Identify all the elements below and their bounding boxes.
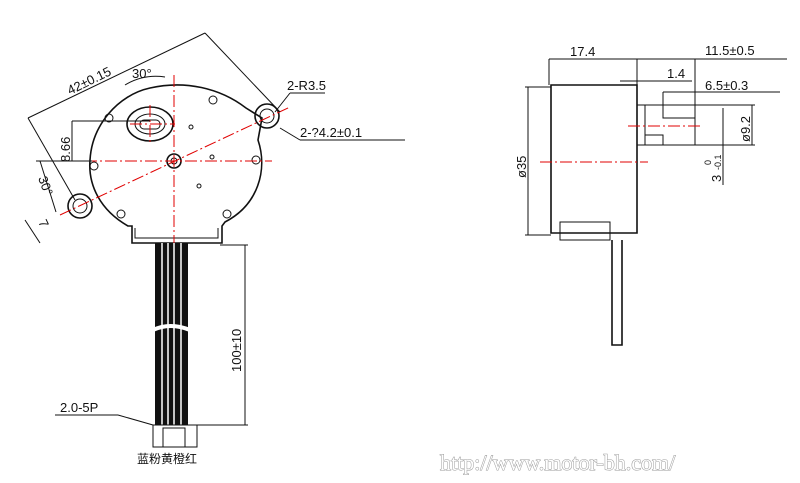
boss-side — [636, 104, 696, 146]
dim-flat-width: 3 — [709, 175, 724, 182]
dim-flat-tol-upper: 0 — [703, 160, 713, 165]
mounting-ear-left — [67, 193, 93, 219]
dim-body-depth: 17.4 — [570, 44, 595, 59]
dim-angle-left: 30° — [35, 174, 56, 198]
dim-angle-top: 30° — [132, 66, 152, 81]
wire-colors: 蓝粉黄橙红 — [137, 451, 197, 466]
connector-label: 2.0-5P — [60, 400, 98, 415]
front-view: 42±0.15 30° 2-R3.5 2-?4.2±0.1 8.66 30° 7… — [24, 32, 405, 466]
watermark-url: http://www.motor-bh.com/ — [440, 450, 676, 475]
side-view: 17.4 11.5±0.5 1.4 6.5±0.3 ø9.2 3 0 -0.1 … — [514, 43, 787, 346]
dim-body-dia: ø35 — [514, 156, 529, 178]
lead-side — [611, 240, 623, 346]
lead-wires — [152, 243, 191, 425]
motor-body-side — [550, 84, 638, 234]
connector-side — [559, 221, 611, 241]
dim-lead-length: 100±10 — [229, 329, 244, 372]
connector — [152, 424, 198, 448]
mounting-ear-right — [254, 103, 280, 129]
dim-radius: 2-R3.5 — [287, 78, 326, 93]
dim-ear: 7 — [35, 217, 52, 230]
motor-body-outline — [89, 84, 263, 244]
dim-width: 42±0.15 — [65, 64, 114, 98]
dim-boss-dia: ø9.2 — [738, 116, 753, 142]
dim-flat: 6.5±0.3 — [705, 78, 748, 93]
dim-flat-tol-lower: -0.1 — [713, 154, 723, 170]
dim-boss: 1.4 — [667, 66, 685, 81]
dim-shaft-length: 11.5±0.5 — [705, 43, 755, 58]
dim-hole: 2-?4.2±0.1 — [300, 125, 362, 140]
dim-offset: 8.66 — [58, 137, 73, 162]
